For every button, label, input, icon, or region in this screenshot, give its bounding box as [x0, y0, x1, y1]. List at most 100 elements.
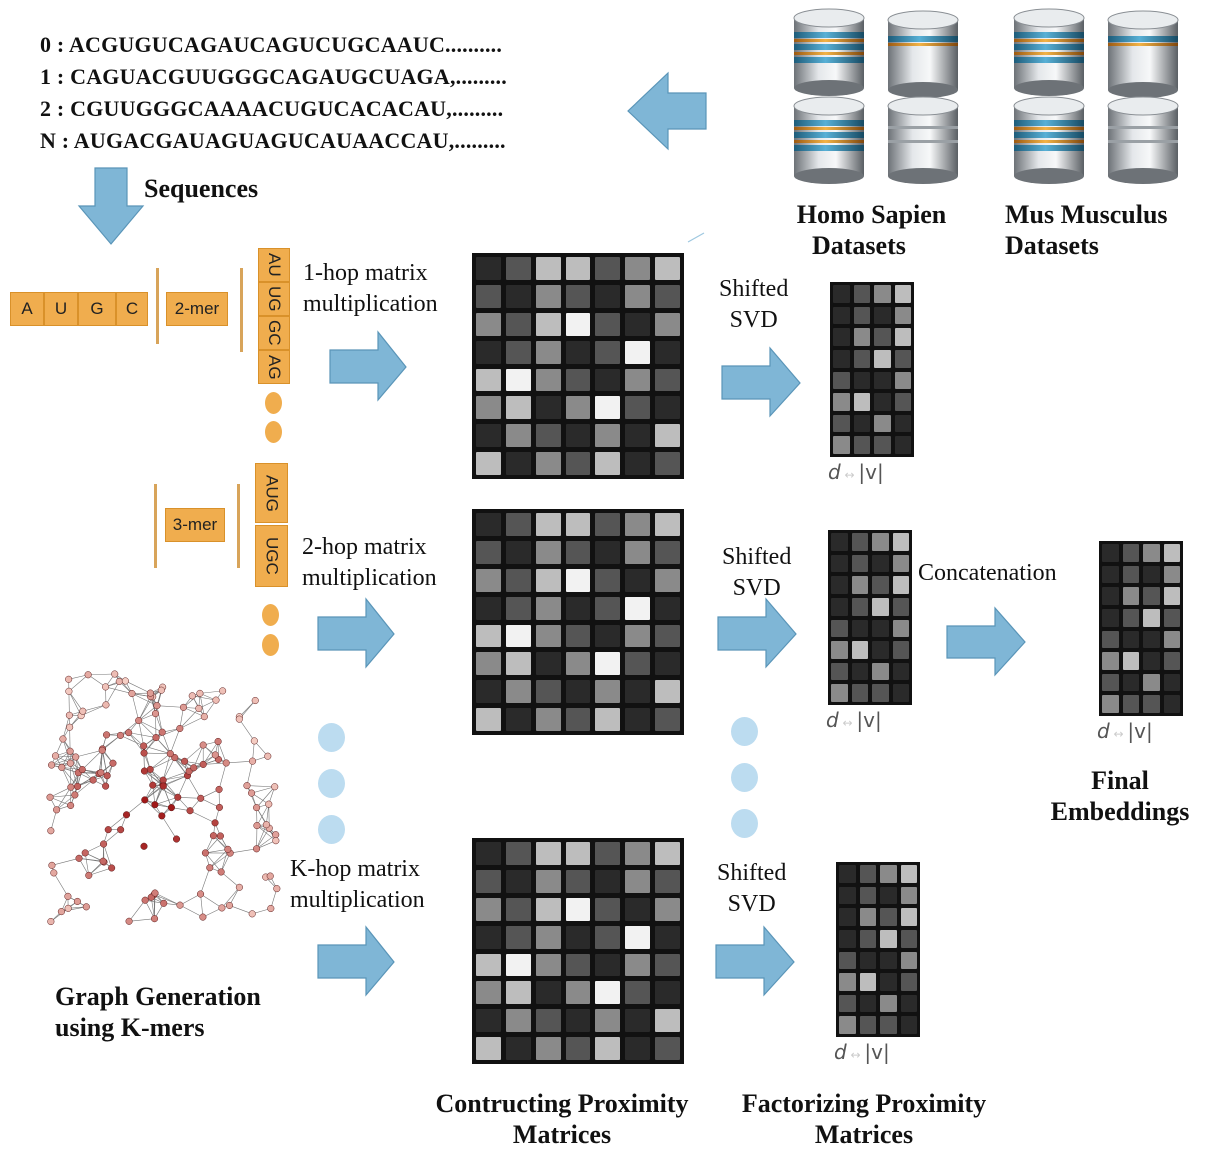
matrix-cell	[880, 865, 897, 883]
matrix-cell	[831, 684, 848, 702]
svd-label-k: Shifted SVD	[717, 858, 786, 920]
matrix-cell	[595, 257, 621, 280]
graph-edge	[161, 732, 171, 754]
graph-edge	[163, 775, 188, 781]
graph-edge	[163, 770, 190, 781]
graph-node	[108, 864, 116, 872]
graph-node	[57, 908, 65, 916]
matrix-cell	[595, 624, 621, 648]
matrix-cell	[894, 285, 911, 303]
three-mer-ugc: UGC	[255, 525, 288, 587]
matrix-cell	[655, 368, 680, 392]
graph-edge	[128, 900, 146, 922]
graph-node	[121, 677, 129, 685]
graph-edge	[68, 691, 82, 716]
graph-node	[179, 703, 188, 711]
graph-node	[158, 728, 166, 736]
graph-edge	[179, 707, 184, 729]
matrix-cell	[476, 953, 501, 977]
matrix-cell	[1163, 608, 1180, 627]
graph-node	[109, 759, 117, 767]
graph-edge	[161, 815, 177, 840]
matrix-cell	[1122, 544, 1139, 562]
database-icon-homo-3	[793, 96, 865, 184]
matrix-cell	[655, 624, 680, 648]
graph-edge	[128, 732, 157, 738]
hop1-label: 1-hop matrix multiplication	[303, 258, 438, 320]
matrix-cell	[595, 953, 621, 977]
graph-edge	[230, 848, 257, 854]
graph-edge	[144, 799, 163, 817]
matrix-cell	[565, 680, 591, 704]
matrix-cell	[839, 994, 856, 1013]
graph-node	[225, 901, 234, 909]
matrix-cell	[894, 328, 911, 346]
matrix-cell	[1163, 565, 1180, 584]
matrix-cell	[505, 953, 531, 977]
graph-edge	[103, 829, 121, 845]
matrix-cell	[595, 680, 621, 704]
graph-node	[81, 849, 89, 857]
graph-node	[47, 827, 55, 835]
matrix-cell	[839, 908, 856, 926]
graph-node	[215, 803, 223, 811]
matrix-cell	[476, 1009, 501, 1033]
graph-edge	[183, 693, 201, 708]
matrix-cell	[625, 708, 651, 731]
matrix-cell	[839, 1016, 856, 1034]
matrix-cell	[625, 680, 651, 704]
graph-edge	[126, 799, 145, 816]
graph-edge	[154, 796, 178, 805]
graph-node	[160, 899, 168, 907]
svd-line1: Shifted	[722, 544, 792, 570]
graph-node	[122, 811, 131, 819]
graph-node	[248, 910, 256, 918]
matrix-cell	[1143, 673, 1160, 692]
graph-edge	[144, 752, 171, 754]
matrix-cell	[535, 540, 561, 564]
matrix-cell	[505, 568, 531, 592]
matrix-cell	[880, 908, 897, 926]
graph-node	[211, 819, 219, 827]
matrix-cell	[1143, 630, 1160, 649]
graph-node	[50, 869, 58, 877]
matrix-cell	[872, 533, 889, 551]
matrix-cell	[831, 533, 848, 551]
graph-edge	[51, 858, 80, 866]
graph-node	[82, 903, 90, 911]
matrix-cell	[655, 1009, 680, 1033]
graph-edge	[61, 767, 78, 787]
database-icons	[793, 8, 1179, 184]
matrix-cell	[476, 568, 501, 592]
graph-edge	[120, 735, 144, 747]
sequence-2: 2 : CGUUGGGCAAAACUGUCACACAU,.........	[40, 96, 504, 121]
graph-edge	[56, 787, 72, 810]
graph-edge	[138, 720, 144, 747]
matrix-cell	[1102, 608, 1119, 627]
graph-edge	[129, 918, 155, 922]
matrix-cell	[505, 1009, 531, 1033]
matrix-cell	[1102, 695, 1119, 713]
separator	[237, 484, 240, 568]
graph-node	[235, 715, 243, 723]
matrix-cell	[565, 452, 591, 475]
axis-d: d	[828, 460, 841, 484]
matrix-cell	[535, 1037, 561, 1060]
graph-node	[58, 763, 66, 771]
matrix-cell	[476, 312, 501, 336]
matrix-cell	[1143, 608, 1160, 627]
graph-node	[85, 871, 93, 879]
matrix-cell	[595, 596, 621, 620]
matrix-cell	[1102, 652, 1119, 670]
graph-edge	[205, 852, 222, 873]
graph-edge	[179, 893, 201, 906]
graph-edge	[239, 718, 255, 742]
matrix-cell	[1163, 587, 1180, 605]
matrix-cell	[565, 368, 591, 392]
graph-node	[214, 737, 222, 746]
matrix-cell	[476, 708, 501, 731]
matrix-cell	[565, 925, 591, 949]
matrix-cell	[535, 652, 561, 676]
graph-edge	[187, 775, 201, 799]
graph-node	[64, 904, 72, 912]
